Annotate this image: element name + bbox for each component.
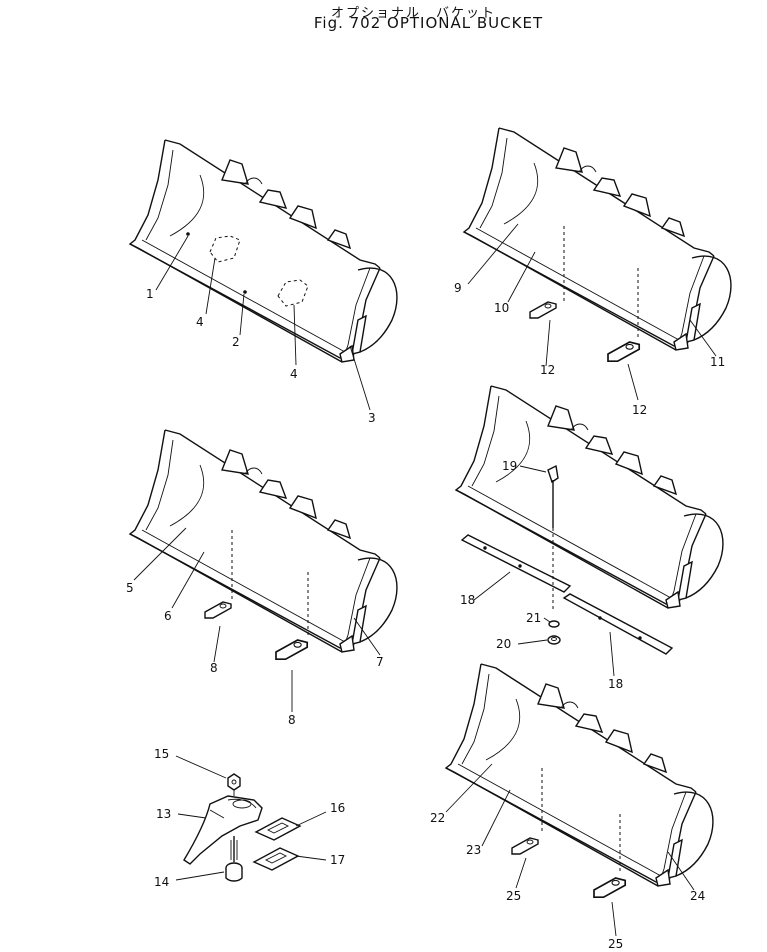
bucket-assembly-4	[455, 385, 724, 609]
bucket-assembly-2	[463, 127, 732, 351]
callout-23: 23	[466, 843, 481, 857]
leader-lines-bucket-4	[473, 465, 615, 677]
callout-6: 6	[164, 609, 172, 623]
callout-4a: 4	[196, 315, 204, 329]
leader-lines-bucket-3	[133, 527, 381, 712]
callout-13: 13	[156, 807, 171, 821]
figure-title: Fig. 702 OPTIONAL BUCKET	[313, 14, 544, 32]
callout-17: 17	[330, 853, 345, 867]
callout-3: 3	[368, 411, 376, 425]
tooth-12-b	[607, 341, 641, 363]
bucket-assembly-3	[129, 429, 398, 653]
callout-25a: 25	[506, 889, 521, 903]
callout-14: 14	[154, 875, 169, 889]
tooth-8-b	[275, 639, 309, 661]
callout-11: 11	[710, 355, 725, 369]
tooth-assembly-exploded	[183, 773, 302, 882]
bucket-assembly-1	[129, 139, 398, 363]
tooth-25-b	[593, 877, 627, 899]
callout-16: 16	[330, 801, 345, 815]
leader-lines-bucket-1	[155, 235, 371, 411]
callout-12a: 12	[540, 363, 555, 377]
leader-lines-bucket-5	[445, 763, 695, 937]
tooth-25-a	[511, 837, 539, 855]
callout-21: 21	[526, 611, 541, 625]
callout-1: 1	[146, 287, 154, 301]
callout-18a: 18	[460, 593, 475, 607]
leader-lines-tooth-assembly	[175, 755, 327, 881]
tooth-12-a	[529, 301, 557, 319]
bucket-assembly-5	[445, 663, 714, 887]
callout-19: 19	[502, 459, 517, 473]
callout-2: 2	[232, 335, 240, 349]
callout-22: 22	[430, 811, 445, 825]
callout-5: 5	[126, 581, 134, 595]
callout-8a: 8	[210, 661, 218, 675]
callout-12b: 12	[632, 403, 647, 417]
cutting-edge-assembly	[460, 464, 674, 655]
callout-15: 15	[154, 747, 169, 761]
callout-24: 24	[690, 889, 705, 903]
figure-title-japanese: オプショナル バケット	[330, 6, 496, 21]
callout-8b: 8	[288, 713, 296, 727]
callout-labels: 1 2 3 4 4 5 6 7 8 8 9 10 11 12 12 13 14 …	[126, 281, 725, 951]
callout-9: 9	[454, 281, 462, 295]
callout-18b: 18	[608, 677, 623, 691]
callout-25b: 25	[608, 937, 623, 951]
callout-4b: 4	[290, 367, 298, 381]
callout-10: 10	[494, 301, 509, 315]
tooth-8-a	[204, 601, 232, 619]
callout-7: 7	[376, 655, 384, 669]
callout-20: 20	[496, 637, 511, 651]
leader-lines-bucket-2	[467, 223, 717, 401]
